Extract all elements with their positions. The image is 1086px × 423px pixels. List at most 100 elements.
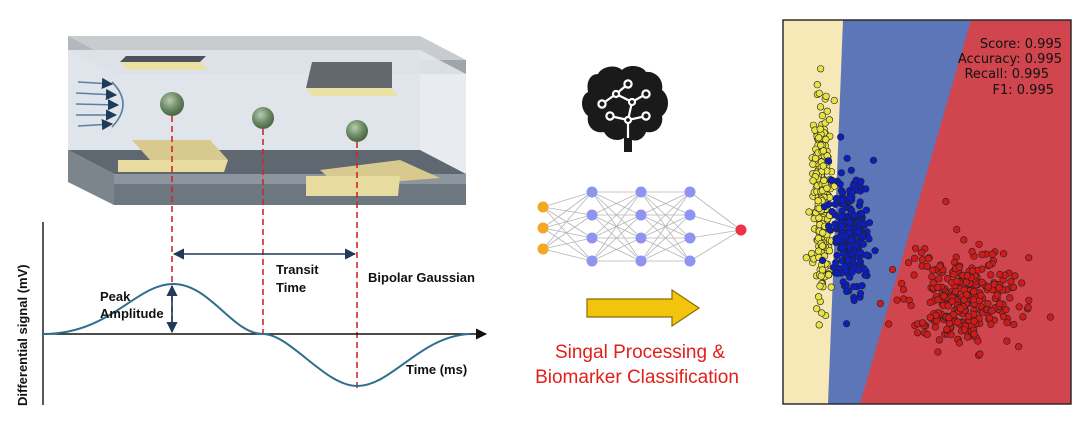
yellow-class-point — [816, 65, 825, 73]
blue-class-point — [837, 169, 846, 177]
top-electrode-2 — [306, 88, 398, 96]
nn-connection — [640, 191, 691, 262]
blue-class-point — [856, 198, 864, 206]
red-class-point — [929, 266, 937, 274]
nn-connection — [689, 229, 742, 262]
yellow-class-point — [809, 177, 817, 185]
scatter-points — [802, 65, 1054, 359]
red-class-point — [943, 325, 951, 333]
blue-class-point — [836, 180, 844, 188]
metric-f1: F1: 0.995 — [993, 83, 1054, 98]
blue-class-point — [860, 220, 868, 228]
nn-connection — [640, 191, 691, 216]
nn-connection — [542, 191, 593, 208]
nn-input-node — [537, 201, 549, 213]
red-class-point — [1002, 306, 1010, 314]
blue-class-point — [831, 200, 839, 208]
nn-hidden-node — [586, 232, 598, 244]
particle-3 — [346, 120, 368, 142]
red-class-point — [985, 314, 994, 322]
blue-class-point — [838, 244, 846, 252]
nn-hidden-node — [586, 255, 598, 267]
yellow-class-point — [809, 160, 817, 168]
red-class-point — [999, 313, 1008, 321]
yellow-class-point — [823, 107, 831, 115]
peak-amplitude-label-1: Peak — [100, 289, 131, 304]
nn-hidden-node — [635, 232, 647, 244]
blue-class-point — [837, 212, 845, 220]
blue-class-point — [828, 208, 836, 216]
red-class-point — [957, 305, 965, 313]
blue-class-point — [839, 278, 847, 286]
nn-hidden-node — [635, 186, 647, 198]
nn-connection — [542, 206, 593, 216]
red-class-point — [940, 292, 948, 300]
nn-connection — [689, 229, 742, 239]
yellow-class-point — [818, 266, 827, 274]
yellow-class-point — [816, 103, 825, 111]
yellow-class-point — [825, 247, 834, 255]
blue-class-point — [833, 269, 841, 278]
blue-class-point — [842, 320, 851, 328]
nn-hidden-node — [684, 186, 696, 198]
red-class-point — [893, 296, 901, 304]
yellow-class-point — [823, 184, 831, 192]
nn-hidden-node — [684, 209, 696, 221]
top-electrode-1 — [120, 62, 208, 70]
nn-hidden-node — [684, 232, 696, 244]
blue-class-point — [854, 227, 863, 236]
y-axis-label: Differential signal (mV) — [15, 264, 30, 406]
red-class-point — [1009, 283, 1018, 292]
red-class-point — [953, 277, 961, 285]
yellow-class-point — [813, 305, 821, 313]
red-class-point — [913, 329, 922, 337]
red-class-point — [970, 288, 978, 296]
nn-connection — [542, 227, 593, 262]
blue-class-point — [827, 176, 835, 184]
nn-hidden-node — [684, 255, 696, 267]
red-class-point — [985, 261, 993, 269]
nn-connection — [542, 214, 593, 229]
red-class-point — [988, 307, 996, 315]
blue-class-point — [841, 262, 849, 271]
red-class-point — [955, 339, 964, 347]
blue-class-point — [845, 218, 854, 226]
red-class-point — [978, 251, 986, 259]
red-class-point — [990, 280, 998, 288]
red-class-point — [995, 284, 1003, 292]
nn-connection — [542, 191, 593, 229]
red-class-point — [1018, 279, 1026, 287]
red-class-point — [988, 250, 996, 258]
red-class-point — [917, 249, 926, 257]
red-class-point — [948, 297, 956, 305]
red-class-point — [907, 302, 915, 310]
red-class-point — [934, 296, 942, 304]
red-class-point — [996, 300, 1004, 308]
red-class-point — [924, 255, 932, 263]
yellow-class-point — [819, 162, 827, 170]
red-class-point — [923, 262, 931, 271]
red-class-point — [999, 250, 1008, 258]
yellow-class-point — [818, 309, 826, 317]
red-class-point — [1014, 343, 1023, 351]
yellow-class-point — [815, 89, 823, 97]
red-class-point — [969, 296, 978, 304]
red-class-point — [934, 348, 942, 356]
yellow-class-point — [815, 321, 823, 329]
blue-class-point — [842, 287, 851, 296]
blue-class-point — [837, 133, 845, 141]
yellow-class-point — [814, 197, 822, 205]
metric-score: Score: 0.995 — [980, 37, 1062, 52]
yellow-class-point — [824, 271, 833, 279]
yellow-class-point — [815, 214, 823, 222]
blue-class-point — [846, 242, 854, 250]
nn-connection — [591, 214, 642, 262]
signal-plot: Peak Amplitude Transit Time Bipolar Gaus… — [15, 222, 488, 406]
red-class-point — [918, 256, 927, 264]
blue-class-point — [838, 189, 847, 197]
yellow-class-point — [820, 176, 828, 185]
x-axis-label: Time (ms) — [406, 362, 467, 377]
blue-class-point — [838, 223, 846, 231]
bipolar-gaussian-label: Bipolar Gaussian — [368, 270, 475, 285]
red-class-point — [926, 313, 934, 322]
